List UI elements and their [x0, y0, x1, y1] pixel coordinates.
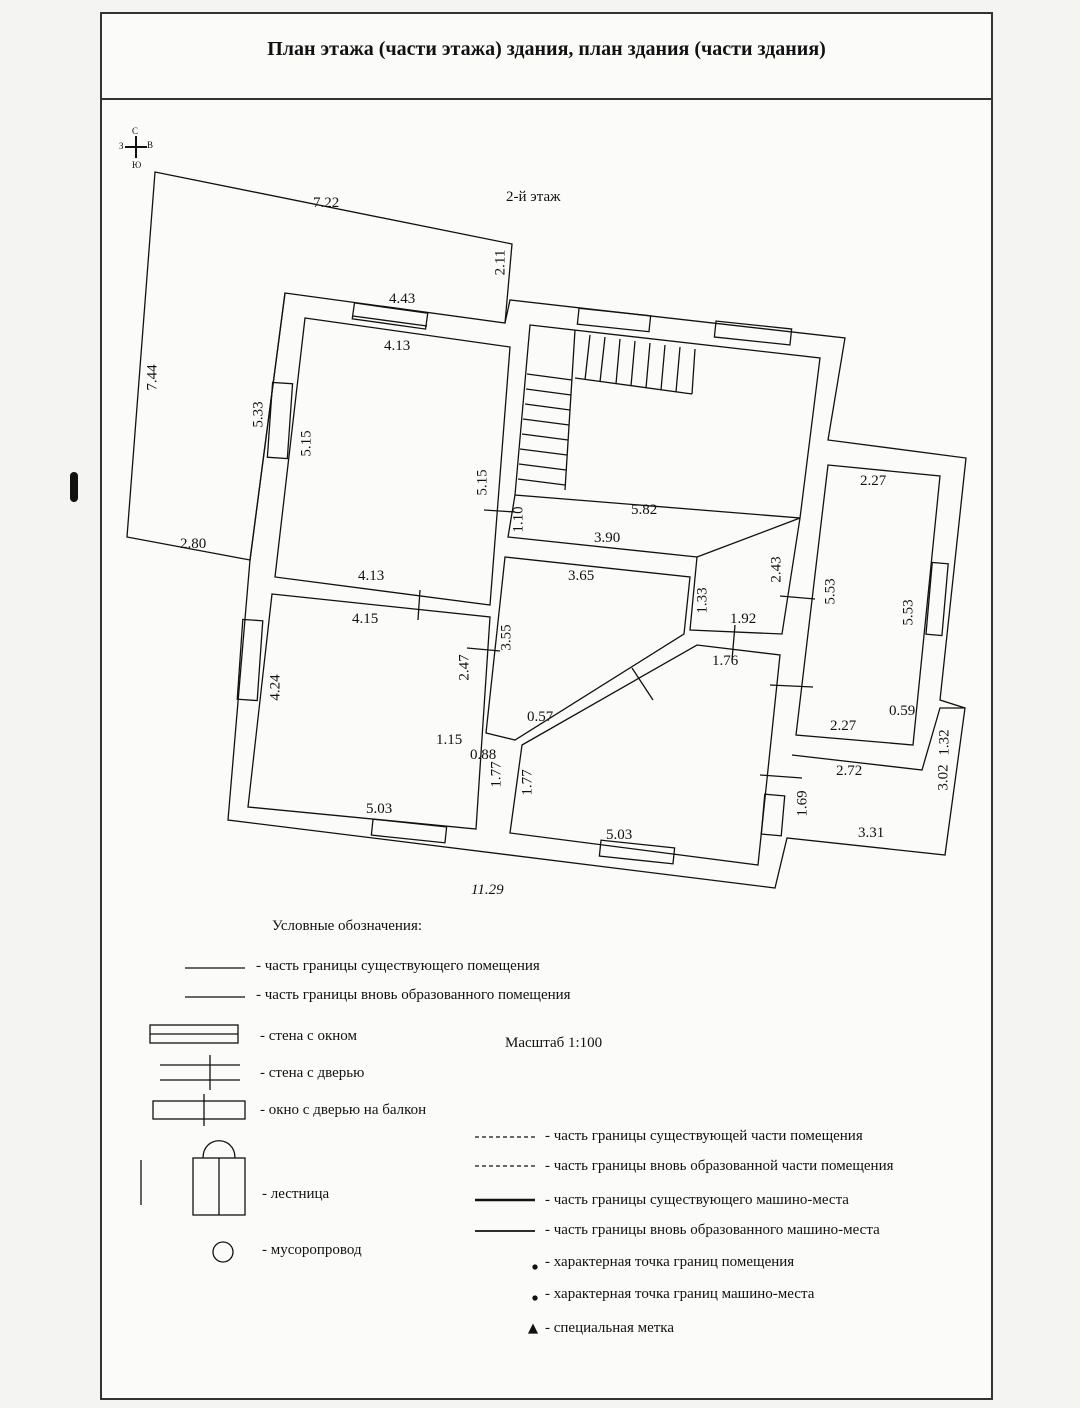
- doors: [417, 509, 816, 779]
- scan-punch-mark: [70, 472, 78, 502]
- dim: 1.69: [794, 790, 811, 817]
- compass-west: З: [119, 141, 124, 151]
- dim: 1.76: [712, 653, 739, 669]
- dim: 3.31: [858, 825, 885, 841]
- legend-item: - часть границы вновь образованного поме…: [256, 987, 571, 1003]
- dim: 3.55: [498, 624, 515, 651]
- dim: 3.02: [935, 764, 952, 791]
- dim: 7.44: [144, 364, 161, 391]
- dim: 2.43: [768, 556, 785, 583]
- dim: 1.10: [510, 506, 527, 533]
- legend-item: - стена с дверью: [260, 1065, 365, 1081]
- compass-north: С: [132, 126, 139, 136]
- room-central: [485, 556, 691, 741]
- dim: 4.15: [352, 611, 379, 627]
- legend-heading: Условные обозначения:: [272, 918, 423, 934]
- dim: 4.13: [384, 338, 411, 354]
- document-sheet: [100, 12, 993, 1400]
- dim: 1.92: [730, 611, 757, 627]
- dim: 0.88: [470, 747, 497, 763]
- dim: 2.11: [492, 249, 509, 276]
- building-outer-wall: [227, 292, 967, 889]
- legend-item: - специальная метка: [545, 1320, 675, 1336]
- dim: 5.03: [366, 801, 393, 817]
- dim: 2.47: [456, 654, 473, 681]
- dim-overall: 11.29: [471, 882, 504, 898]
- legend-item: - часть границы вновь образованной части…: [545, 1158, 894, 1174]
- dim: 2.72: [836, 763, 863, 779]
- dim: 3.90: [594, 530, 621, 546]
- room-2: [247, 593, 491, 830]
- legend-item: - часть границы вновь образованного маши…: [545, 1222, 880, 1238]
- corridor: [507, 494, 698, 558]
- dim: 2.27: [860, 473, 887, 489]
- dim: 5.15: [298, 430, 315, 457]
- dim: 5.15: [474, 469, 491, 496]
- compass-east: В: [147, 140, 154, 150]
- dim: 5.53: [900, 599, 917, 626]
- dim: 3.65: [568, 568, 595, 584]
- room-4: [795, 464, 941, 746]
- dim: 5.33: [250, 401, 267, 428]
- dim: 1.77: [519, 769, 536, 796]
- legend-item: - часть границы существующего помещения: [256, 958, 540, 974]
- legend-item: - характерная точка границ помещения: [545, 1254, 795, 1270]
- legend-item: - часть границы существующего машино-мес…: [545, 1192, 849, 1208]
- room-3: [509, 644, 781, 866]
- dim: 1.32: [936, 729, 953, 756]
- stair-hall: [514, 324, 821, 635]
- dim: 5.53: [822, 578, 839, 605]
- dim: 2.80: [180, 536, 207, 552]
- compass-icon: [125, 136, 147, 158]
- staircase: [517, 329, 696, 491]
- title-frame: [100, 12, 993, 100]
- dim: 4.24: [267, 674, 284, 701]
- dim: 1.33: [694, 587, 711, 614]
- dim: 2.27: [830, 718, 857, 734]
- scale-label: Масштаб 1:100: [505, 1035, 603, 1051]
- legend-item: - окно с дверью на балкон: [260, 1102, 427, 1118]
- legend-item: - мусоропровод: [262, 1242, 362, 1258]
- legend-symbols: [140, 967, 539, 1334]
- dim: 0.57: [527, 709, 554, 725]
- dim: 5.03: [606, 827, 633, 843]
- page-title: План этажа (части этажа) здания, план зд…: [267, 38, 826, 60]
- dim: 7.22: [313, 195, 340, 211]
- dim: 1.77: [488, 761, 505, 788]
- floor-label: 2-й этаж: [506, 189, 561, 205]
- legend-item: - часть границы существующей части помещ…: [545, 1128, 863, 1144]
- windows: [236, 302, 949, 865]
- legend-item: - характерная точка границ машино-места: [545, 1286, 815, 1302]
- dim: 4.13: [358, 568, 385, 584]
- balcony-2: [791, 707, 965, 771]
- compass-south: Ю: [132, 160, 142, 170]
- balcony-outline: [126, 171, 513, 561]
- room-1: [274, 317, 511, 606]
- dim: 5.82: [631, 502, 658, 518]
- legend-item: - лестница: [262, 1186, 330, 1202]
- dim: 4.43: [389, 291, 416, 307]
- legend-item: - стена с окном: [260, 1028, 357, 1044]
- dim: 1.15: [436, 732, 463, 748]
- dim: 0.59: [889, 703, 916, 719]
